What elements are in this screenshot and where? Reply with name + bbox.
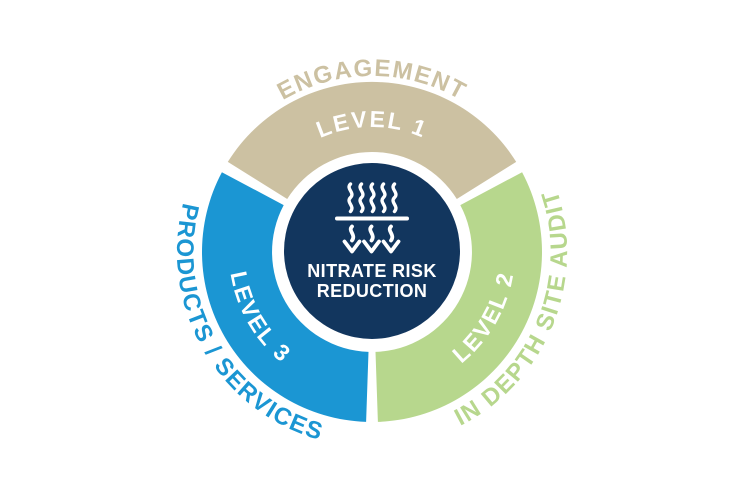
heat-lines-down-arrows-icon	[335, 182, 409, 254]
segment-level-1-arc	[227, 81, 517, 199]
segment-level-3-arc	[202, 172, 369, 422]
center-label-line2: REDUCTION	[317, 281, 428, 301]
center-label-line1: NITRATE RISK	[307, 261, 436, 281]
segment-level-2-arc	[375, 172, 542, 422]
